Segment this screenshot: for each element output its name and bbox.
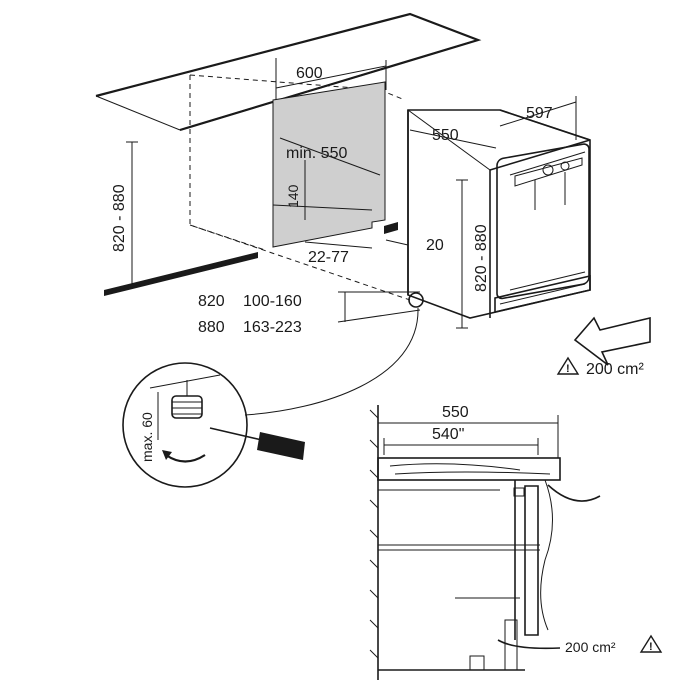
min-niche-depth-label: min. 550 xyxy=(286,145,347,162)
dim-appliance-depth-outer: 597 xyxy=(499,96,577,140)
niche-width-label: 600 xyxy=(296,65,323,82)
dim-appliance-depth: 550 xyxy=(409,127,497,149)
foot-drawing xyxy=(149,374,221,419)
niche-rear-wall xyxy=(272,81,386,248)
rotate-arrow-icon xyxy=(165,454,206,463)
dim-rear-gap: 20 xyxy=(385,237,444,254)
worktop xyxy=(95,12,482,132)
rear-gap-label: 20 xyxy=(426,237,444,254)
plinth-table: 820 100-160 880 163-223 xyxy=(198,291,421,336)
plinth-right xyxy=(384,222,398,234)
dim-section-outer: 550 xyxy=(378,404,559,458)
section-vent-note: 200 cm² ! xyxy=(565,634,663,655)
plinth-left xyxy=(104,252,258,296)
dim-vent-height: 140 xyxy=(285,160,306,220)
warning-icon: ! xyxy=(639,634,663,653)
section-depth-outer-label: 550 xyxy=(442,404,469,421)
vent-area-label: 200 cm² xyxy=(586,361,644,378)
section-airflow-arrow xyxy=(547,484,601,502)
adjustable-foot xyxy=(408,292,424,308)
section-depth-inner-label: 540" xyxy=(432,426,464,443)
section-floor xyxy=(378,619,525,671)
appliance-depth-label: 550 xyxy=(432,127,459,144)
vent-area-note: ! 200 cm² xyxy=(556,356,644,378)
plinth-row-1-range: 100-160 xyxy=(243,293,302,310)
dim-foot-adjust: max. 60 xyxy=(139,392,159,462)
main-view: 600 597 550 min. 550 140 820 - 880 xyxy=(95,12,651,416)
svg-text:!: ! xyxy=(649,641,653,653)
foot-detail: max. 60 xyxy=(122,362,305,488)
dim-niche-width: 600 xyxy=(275,58,387,100)
plinth-gap-label: 22-77 xyxy=(308,249,349,266)
foot-adjust-label: max. 60 xyxy=(139,412,155,462)
section-appliance xyxy=(378,479,553,640)
plinth-row-1-height: 820 xyxy=(198,293,225,310)
vent-height-label: 140 xyxy=(285,184,301,208)
dim-plinth-gap: 22-77 xyxy=(304,241,373,266)
airflow-arrow-icon xyxy=(573,316,651,366)
dim-niche-height-left: 820 - 880 xyxy=(111,141,138,288)
warning-icon: ! xyxy=(556,356,580,375)
appliance-height-label: 820 - 880 xyxy=(473,224,490,292)
screwdriver-icon xyxy=(209,427,305,460)
dim-min-niche-depth: min. 550 xyxy=(279,137,381,176)
appliance-depth-outer-label: 597 xyxy=(526,105,553,122)
back-wall xyxy=(369,405,379,680)
section-vent-area-label: 200 cm² xyxy=(565,639,616,655)
plinth-row-2-height: 880 xyxy=(198,319,225,336)
dim-section-inner: 540" xyxy=(383,426,539,455)
svg-text:!: ! xyxy=(566,363,570,375)
section-view: 550 540" xyxy=(369,404,663,680)
plinth-row-2-range: 163-223 xyxy=(243,319,302,336)
appliance xyxy=(407,109,591,319)
niche-height-left-label: 820 - 880 xyxy=(111,184,128,252)
dim-appliance-height: 820 - 880 xyxy=(456,179,490,329)
section-worktop xyxy=(377,457,561,481)
